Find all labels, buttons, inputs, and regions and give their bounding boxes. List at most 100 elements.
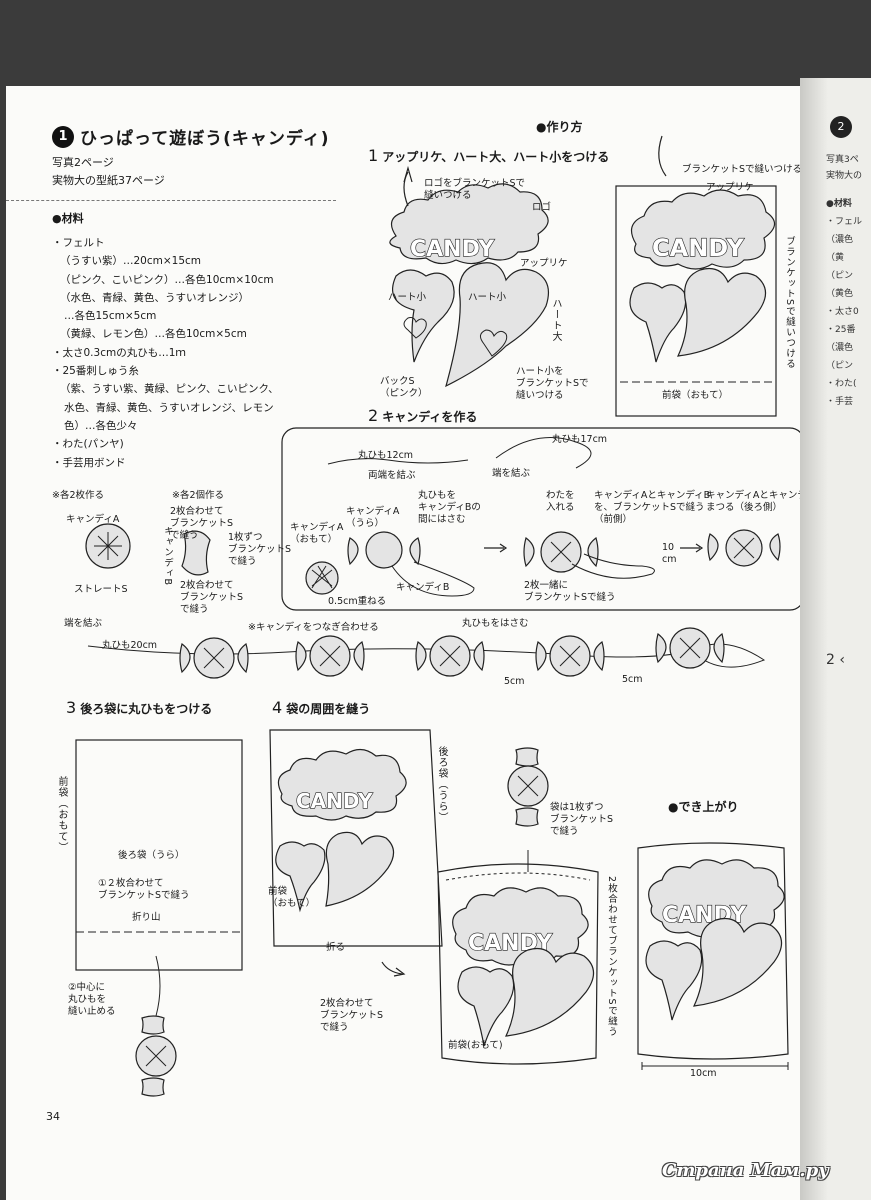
label-tie-end: 端を結ぶ	[492, 468, 531, 479]
label-5cm-1: 5cm	[504, 676, 525, 687]
heart-large-drawing	[445, 262, 549, 388]
material-line: ・フェルト	[52, 237, 105, 249]
label-ab-around: キャンディAとキャンディBを まつる（後ろ側）	[706, 490, 832, 513]
next-page-line: ・太さ0	[826, 307, 859, 317]
label-back-bag-vertical: 後ろ袋（うら）	[436, 746, 447, 823]
header-divider	[6, 200, 336, 201]
label-logo-blanket: ロゴをブランケットSで 縫いつける	[424, 178, 525, 202]
logo-cloud-drawing: CANDY	[389, 165, 549, 265]
sewn-bag-step4: CANDY	[437, 747, 599, 1065]
arrow-down-right	[381, 961, 406, 977]
label-two-blanket-b: 2枚合わせて ブランケットS で縫う	[180, 580, 244, 615]
next-page-line: 実物大の	[826, 171, 863, 181]
candy-step2-c	[523, 531, 655, 579]
label-front-bag-s4b: 前袋(おもて)	[448, 1040, 503, 1051]
label-candy-a-front: キャンディA （おもて）	[290, 522, 344, 545]
arrow-right-2	[680, 543, 704, 553]
label-5cm-2: 5cm	[622, 674, 643, 685]
candy-chain	[87, 627, 766, 679]
label-cord-20: 丸ひも20cm	[102, 640, 158, 651]
candy-step2-a	[305, 561, 339, 595]
label-connect-candies: ※キャンディをつなぎ合わせる	[248, 622, 379, 633]
label-make-2-each-b: ※各2個作る	[172, 490, 225, 501]
next-page-line: ●材料	[826, 199, 852, 209]
photo-ref: 写真2ページ	[52, 156, 114, 169]
label-stuff: わたを 入れる	[546, 490, 575, 513]
book-page-left: 1 ひっぱって遊ぼう(キャンディ) 写真2ページ 実物大の型紙37ページ ●材料…	[6, 86, 832, 1200]
label-sandwich-cord: 丸ひもをはさむ	[462, 618, 529, 629]
label-two-blanket-vertical: 2枚合わせてブランケットSで縫う	[606, 876, 617, 1038]
next-page-line: （濃色	[826, 343, 854, 353]
material-line: 水色、青緑、黄色、うすいオレンジ、レモン	[64, 401, 274, 414]
book-spine-shadow	[800, 78, 828, 1200]
label-ab-blanket: キャンディAとキャンディB を、ブランケットSで縫う （前側）	[594, 490, 711, 525]
material-line: ・25番刺しゅう糸	[52, 365, 139, 378]
materials-heading: ●材料	[52, 212, 84, 225]
material-line: ・わた(パンヤ)	[52, 438, 124, 451]
panel-logo-text: CANDY	[652, 234, 744, 262]
material-line: （うすい紫）…20cm×15cm	[60, 255, 202, 268]
next-page-line: （濃色	[826, 235, 854, 245]
back-bag-step4: CANDY	[269, 729, 443, 947]
material-line: ・太さ0.3cmの丸ひも…1ｍ	[52, 346, 186, 359]
label-candy-a: キャンディA	[66, 514, 120, 525]
label-candy-b: キャンディB	[396, 582, 450, 593]
label-fold-line: 折り山	[132, 912, 161, 923]
cord-17cm	[495, 437, 592, 469]
label-front-bag-vertical: 前袋（おもて）	[56, 776, 67, 853]
candy-step2-d	[707, 529, 781, 567]
step-label: 袋の周囲を縫う	[286, 702, 371, 716]
page-number: 34	[46, 1110, 60, 1123]
label-fold: 折る	[326, 942, 346, 953]
label-two-blanket-s4: 2枚合わせて ブランケットS で縫う	[320, 998, 384, 1033]
label-front-bag-s4: 前袋 （おもて）	[268, 886, 316, 909]
step-label: キャンディを作る	[382, 410, 478, 424]
next-page-line: （黄色	[826, 289, 854, 299]
next-page-line: （ピン	[826, 361, 854, 371]
label-tie-end-2: 端を結ぶ	[64, 618, 103, 629]
label-applique-2: アップリケ	[706, 182, 754, 193]
candy-a-part	[85, 523, 131, 569]
materials-list: ・フェルト （うすい紫）…20cm×15cm （ピンク、こいピンク）…各色10c…	[52, 234, 279, 472]
label-heart-small-2: ハート小	[468, 292, 507, 303]
front-bag-panel-step1: CANDY	[615, 135, 777, 417]
candy-step2-b	[347, 531, 475, 597]
pattern-ref: 実物大の型紙37ページ	[52, 174, 165, 187]
material-line: 色）…各色少々	[64, 419, 138, 432]
label-straight-s: ストレートS	[74, 584, 128, 595]
label-heart-large: ハート大	[550, 298, 561, 342]
next-page-line: ・わた(	[826, 379, 857, 389]
label-back-bag-ura: 後ろ袋（うら）	[118, 850, 185, 861]
label-blanket-vertical: ブランケットSで縫いつける	[784, 236, 795, 370]
next-page-step: 2 ‹	[826, 652, 845, 668]
label-back-s: バックS （ピンク）	[380, 376, 428, 399]
material-line: （黄緑、レモン色）…各色10cm×5cm	[60, 328, 247, 341]
arrow-right-1	[484, 543, 508, 553]
label-bag-one-each: 袋は1枚ずつ ブランケットS で縫う	[550, 802, 614, 837]
label-tie-both: 両端を結ぶ	[368, 470, 416, 481]
how-to-heading: ●作り方	[536, 120, 583, 134]
material-line: （ピンク、こいピンク）…各色10cm×10cm	[60, 273, 274, 286]
step-number: 1	[368, 146, 379, 165]
heart-small-drawing	[392, 269, 455, 363]
step-number: 4	[272, 698, 283, 717]
label-front-bag: 前袋（おもて）	[662, 390, 729, 401]
label-s3-note1: ①２枚合わせて ブランケットSで縫う	[98, 878, 190, 901]
material-line: （紫、うすい紫、黄緑、ピンク、こいピンク、	[60, 383, 279, 396]
page-title: ひっぱって遊ぼう(キャンディ)	[80, 129, 330, 149]
step-number: 3	[66, 698, 77, 717]
back-bag-step3	[75, 739, 243, 1097]
label-two-together: 2枚一緒に ブランケットSで縫う	[524, 580, 616, 603]
finished-heading: ●でき上がり	[668, 800, 739, 814]
label-candy-b-vertical: キャンディB	[162, 526, 173, 587]
label-cord-between: 丸ひもを キャンディBの 間にはさむ	[418, 490, 481, 525]
next-page-line: ・フェル	[826, 217, 863, 227]
label-applique: アップリケ	[520, 258, 568, 269]
step4-logo-text: CANDY	[296, 789, 373, 813]
step-label: アップリケ、ハート大、ハート小をつける	[382, 150, 610, 164]
next-page-line: 写真3ペ	[826, 155, 859, 165]
finished-bag: CANDY	[637, 842, 789, 1070]
label-10cm-final: 10cm	[690, 1068, 717, 1079]
